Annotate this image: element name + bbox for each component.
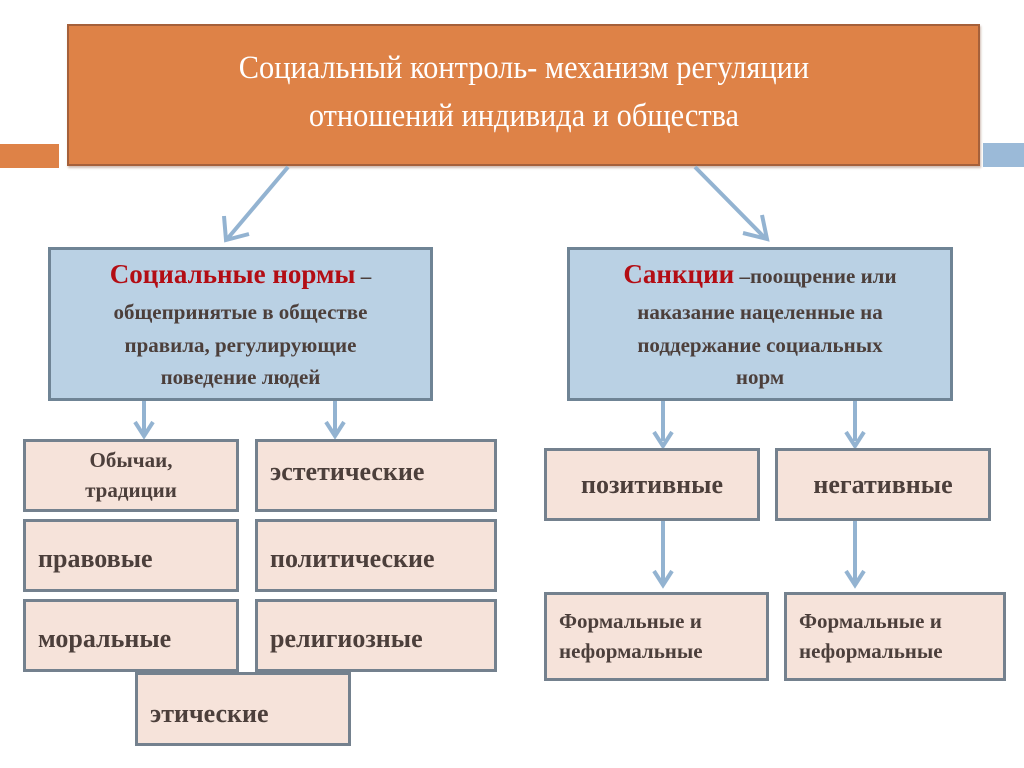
negative-formal-informal: Формальные и неформальные	[784, 592, 1006, 681]
negative-sub-line-2: неформальные	[799, 638, 943, 663]
positive-sub-line-1: Формальные и	[559, 609, 702, 634]
norm-type-aesthetic: эстетические	[255, 439, 497, 512]
title-line-1: Социальный контроль- механизм регуляции	[238, 50, 809, 87]
norm-type-religious: религиозные	[255, 599, 497, 672]
sanctions-def-4: норм	[735, 365, 785, 390]
arrow-title-to-norms	[226, 165, 290, 240]
negative-label: негативные	[813, 469, 953, 499]
positive-label: позитивные	[580, 469, 724, 499]
arrowhead-icon	[844, 430, 866, 450]
sanction-type-positive: позитивные	[544, 448, 760, 521]
social-norms-term: Социальные нормы	[109, 259, 356, 290]
customs-line-1: Обычаи,	[89, 448, 173, 473]
norm-type-legal: правовые	[23, 519, 239, 592]
decorative-bar-left	[0, 144, 59, 168]
sanctions-term: Санкции	[623, 259, 735, 290]
arrowhead-icon	[133, 420, 155, 440]
sanction-type-negative: негативные	[775, 448, 991, 521]
social-norms-dash: –	[355, 264, 372, 289]
arrowhead-icon	[742, 214, 770, 242]
norm-type-ethical: этические	[135, 672, 351, 746]
customs-line-2: традиции	[85, 477, 177, 502]
title-line-2: отношений индивида и общества	[308, 98, 739, 134]
social-norms-def-1: общепринятые в обществе	[113, 300, 368, 325]
social-norms-text: Социальные нормы – общепринятые в общест…	[110, 254, 372, 393]
arrowhead-icon	[324, 420, 346, 440]
social-norms-box: Социальные нормы – общепринятые в общест…	[48, 247, 433, 401]
positive-sub-line-2: неформальные	[559, 638, 703, 663]
arrowhead-icon	[844, 569, 866, 589]
sanctions-box: Санкции –поощрение или наказание нацелен…	[567, 247, 953, 401]
political-label: политические	[270, 543, 435, 573]
religious-label: религиозные	[270, 623, 423, 653]
decorative-bar-right	[983, 143, 1024, 167]
arrow-title-to-sanctions	[693, 165, 766, 239]
legal-label: правовые	[38, 543, 153, 573]
ethical-label: этические	[150, 699, 269, 728]
aesthetic-label: эстетические	[270, 456, 425, 486]
title-box: Социальный контроль- механизм регуляции …	[67, 24, 980, 166]
moral-label: моральные	[38, 623, 172, 653]
sanctions-def-3: поддержание социальных	[637, 332, 883, 357]
norm-type-political: политические	[255, 519, 497, 592]
sanctions-def-2: наказание нацеленные на	[637, 300, 883, 325]
norm-type-moral: моральные	[23, 599, 239, 672]
positive-formal-informal: Формальные и неформальные	[544, 592, 769, 681]
sanctions-text: Санкции –поощрение или наказание нацелен…	[623, 254, 896, 393]
norm-type-customs: Обычаи, традиции	[23, 439, 239, 512]
sanctions-def-1: –поощрение или	[734, 264, 897, 289]
social-norms-def-2: правила, регулирующие	[124, 332, 357, 357]
title-text: Социальный контроль- механизм регуляции …	[238, 45, 808, 141]
arrowhead-icon	[222, 215, 250, 243]
social-norms-def-3: поведение людей	[160, 365, 321, 390]
arrowhead-icon	[652, 569, 674, 589]
negative-sub-line-1: Формальные и	[799, 609, 942, 634]
arrowhead-icon	[652, 430, 674, 450]
